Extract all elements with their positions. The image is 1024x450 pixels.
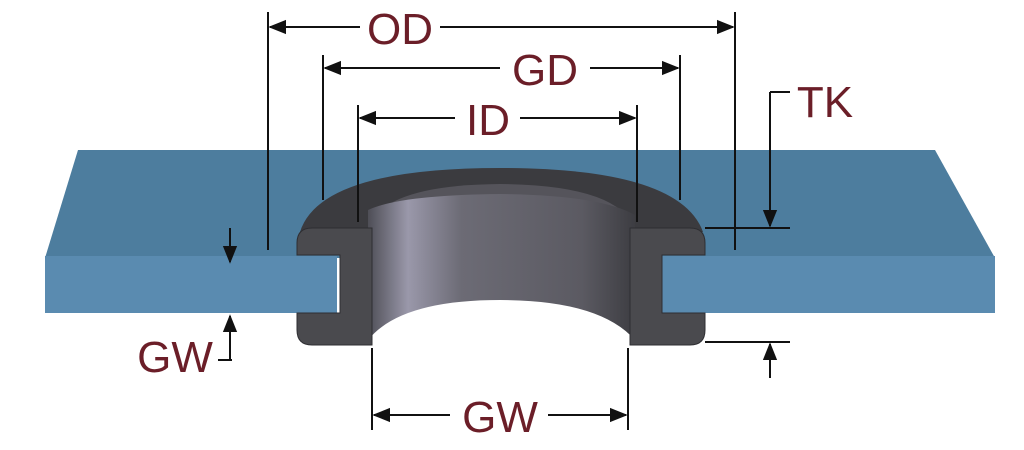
gw-bottom-dimension: GW	[371, 348, 629, 442]
grommet-section-right	[629, 227, 706, 346]
plate-front-left	[45, 256, 337, 313]
od-dimension: OD	[267, 5, 736, 250]
id-dimension: ID	[357, 96, 638, 222]
grommet-section-left	[296, 227, 373, 346]
tk-label: TK	[797, 78, 853, 127]
grommet	[296, 168, 706, 346]
gw-bottom-label: GW	[462, 393, 538, 442]
plate-front-right	[660, 256, 995, 313]
grommet-bore	[368, 194, 635, 340]
gd-label: GD	[512, 46, 578, 95]
gw-left-dimension: GW	[137, 228, 238, 382]
id-label: ID	[466, 96, 510, 145]
tk-dimension: TK	[705, 78, 853, 378]
gw-left-label: GW	[137, 333, 213, 382]
od-label: OD	[367, 5, 433, 54]
gd-dimension: GD	[322, 46, 681, 200]
